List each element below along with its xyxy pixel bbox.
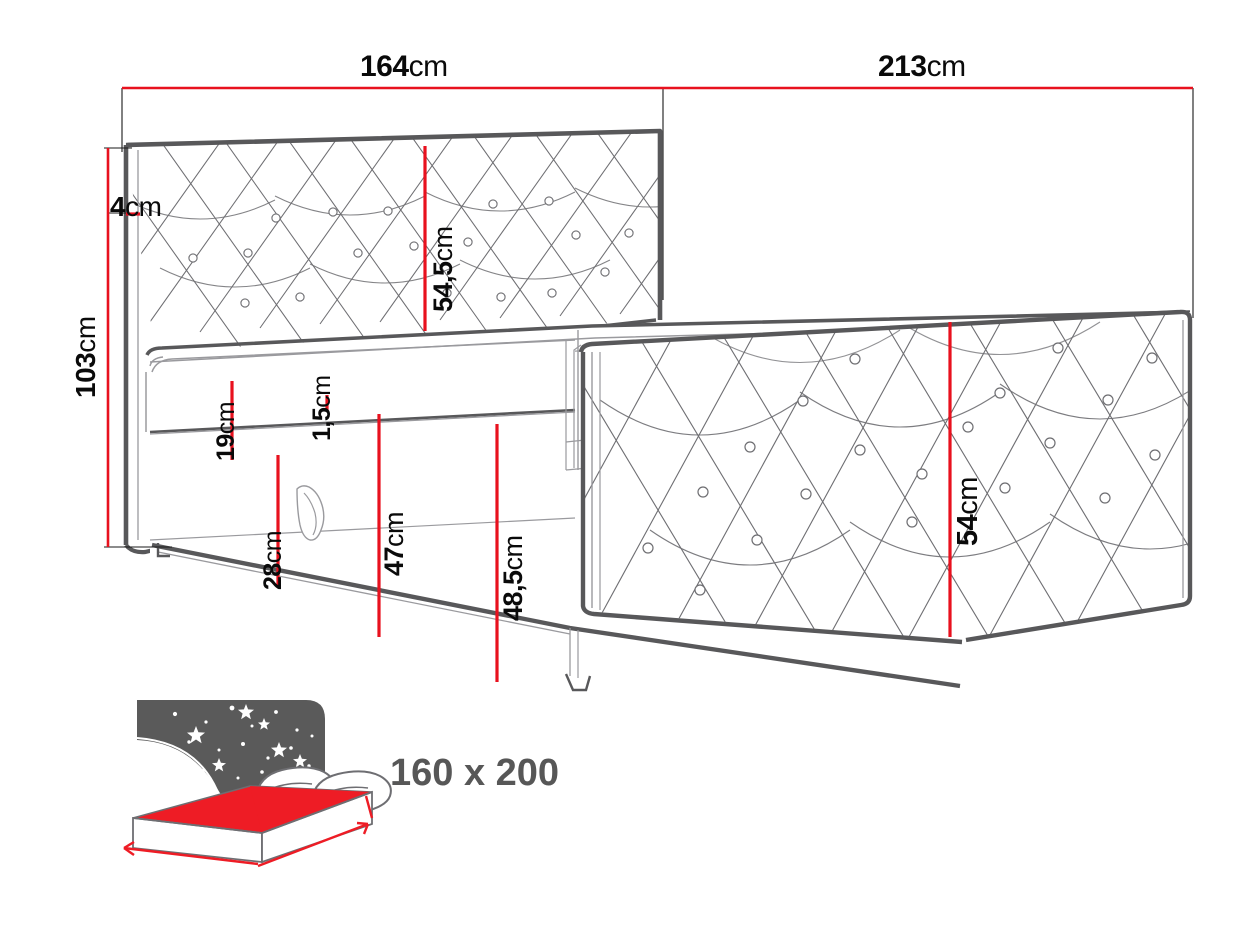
mattress-icon-arrows [123,795,374,868]
dimension-value-103: 103 [70,352,101,398]
dimension-label-54-5cm: 54,5cm [428,226,458,312]
drawer-pull-strap [296,485,325,541]
dimension-value-47: 47 [379,546,409,576]
dimension-unit-213: cm [926,50,967,83]
dimension-label-54cm: 54cm [952,477,984,546]
dimension-unit-28: cm [259,530,287,564]
dimension-label-47cm: 47cm [379,511,409,576]
dimension-unit-54-5: cm [428,226,458,262]
dimension-label-19cm: 19cm [212,401,240,461]
dimension-label-1-5cm: 1,5cm [308,375,336,441]
dimension-value-48-5: 48,5 [498,570,528,621]
dimension-label-28cm: 28cm [259,530,287,590]
dimension-unit-4: cm [125,191,162,222]
headboard-tuft-buttons [188,196,634,308]
dimension-label-164cm: 164cm [360,52,448,82]
dimension-unit-164: cm [408,50,449,83]
bed-illustration [123,128,1193,692]
dimension-value-28: 28 [259,563,287,590]
dimension-label-48-5cm: 48,5cm [498,535,528,621]
mattress-night-icon [123,700,392,868]
bed-side-panel [145,339,961,689]
dimension-value-164: 164 [360,50,409,83]
footboard-tuft-buttons [642,342,1161,596]
dimension-unit-1-5: cm [308,375,336,408]
headboard [123,128,663,555]
dimension-unit-48-5: cm [498,535,528,571]
dimension-value-1-5: 1,5 [308,407,336,441]
dimension-value-54-5: 54,5 [428,261,458,312]
dimension-label-213cm: 213cm [878,52,966,82]
dimension-unit-19: cm [212,401,240,435]
dimension-label-4cm: 4cm [110,191,162,222]
dimension-lines [104,86,1194,682]
dimension-unit-47: cm [379,511,409,547]
dimension-unit-54: cm [952,477,984,515]
dimension-label-103cm: 103cm [70,316,101,398]
dimension-unit-103: cm [70,316,101,353]
mattress-size-label: 160 x 200 [390,752,560,794]
dimension-value-54: 54 [952,514,984,546]
dimension-value-4: 4 [110,191,126,222]
dimension-value-19: 19 [212,434,240,461]
dimension-value-213: 213 [878,50,927,83]
